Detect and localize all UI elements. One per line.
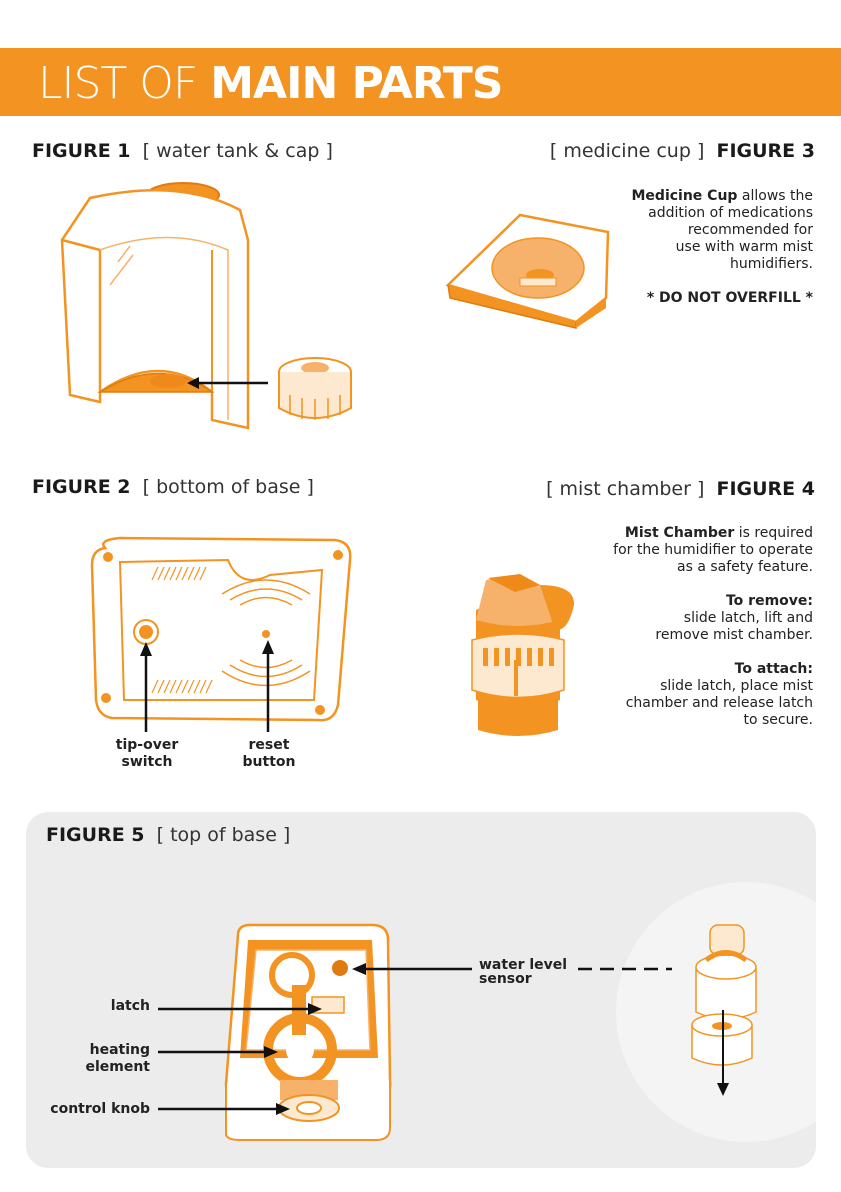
remove-line2: remove mist chamber. <box>655 627 813 643</box>
figure4-label: FIGURE 4 <box>716 478 815 500</box>
figure1-caption: [ water tank & cap ] <box>142 140 333 162</box>
figure3-description: Medicine Cup allows the addition of medi… <box>632 188 814 324</box>
heating-line2: element <box>85 1059 150 1075</box>
mist-chamber-title: Mist Chamber <box>624 525 735 541</box>
tipover-line2: switch <box>121 754 173 770</box>
tipover-line1: tip-over <box>115 737 179 753</box>
medicine-desc-line1: allows the <box>741 188 813 204</box>
figure3-caption: [ medicine cup ] <box>549 140 705 162</box>
attach-line1: slide latch, place mist <box>660 678 813 694</box>
figure2-label: FIGURE 2 <box>32 476 131 498</box>
title-light: LIST OF <box>38 58 198 109</box>
title-banner: LIST OF MAIN PARTS <box>0 48 841 116</box>
mist-desc-line1: is required <box>738 525 813 541</box>
overfill-warning: * DO NOT OVERFILL * <box>646 290 813 306</box>
attach-heading: To attach: <box>734 661 813 677</box>
figure3-label: FIGURE 3 <box>716 140 815 162</box>
figure5-label: FIGURE 5 <box>46 824 145 846</box>
heating-element-label: heating element <box>60 1042 150 1076</box>
medicine-desc-line5: humidifiers. <box>730 256 813 272</box>
figure5-heading: FIGURE 5 [ top of base ] <box>46 824 290 846</box>
figure5-caption: [ top of base ] <box>156 824 291 846</box>
mist-desc-line3: as a safety feature. <box>677 559 813 575</box>
figure1-heading: FIGURE 1 [ water tank & cap ] <box>32 140 333 162</box>
attach-line2: chamber and release latch <box>625 695 813 711</box>
figure2-heading: FIGURE 2 [ bottom of base ] <box>32 476 314 498</box>
control-knob-label: control knob <box>50 1101 150 1117</box>
figure5-panel: FIGURE 5 [ top of base ] <box>26 812 816 1168</box>
figure2-caption: [ bottom of base ] <box>142 476 314 498</box>
page-title: LIST OF MAIN PARTS <box>38 58 503 109</box>
water-level-sensor-label: water level sensor <box>479 958 579 986</box>
figure4-heading: [ mist chamber ] FIGURE 4 <box>546 478 815 500</box>
attach-line3: to secure. <box>743 712 814 728</box>
medicine-desc-line3: recommended for <box>687 222 813 238</box>
figure1-label: FIGURE 1 <box>32 140 131 162</box>
figure4-caption: [ mist chamber ] <box>546 478 705 500</box>
mist-desc-line2: for the humidifier to operate <box>613 542 813 558</box>
medicine-desc-line2: addition of medications <box>648 205 813 221</box>
reset-button-label: reset button <box>228 737 310 771</box>
title-bold: MAIN PARTS <box>210 58 503 109</box>
figure3-heading: [ medicine cup ] FIGURE 3 <box>550 140 815 162</box>
medicine-cup-title: Medicine Cup <box>631 188 738 204</box>
reset-line1: reset <box>248 737 290 753</box>
latch-label: latch <box>110 998 150 1014</box>
water-line2: sensor <box>479 971 532 987</box>
tip-over-switch-label: tip-over switch <box>106 737 188 771</box>
remove-heading: To remove: <box>725 593 813 609</box>
heating-line1: heating <box>89 1042 150 1058</box>
figure4-description: Mist Chamber is required for the humidif… <box>613 525 813 746</box>
remove-line1: slide latch, lift and <box>683 610 813 626</box>
water-line1: water level <box>479 957 568 973</box>
medicine-desc-line4: use with warm mist <box>675 239 813 255</box>
reset-line2: button <box>242 754 296 770</box>
